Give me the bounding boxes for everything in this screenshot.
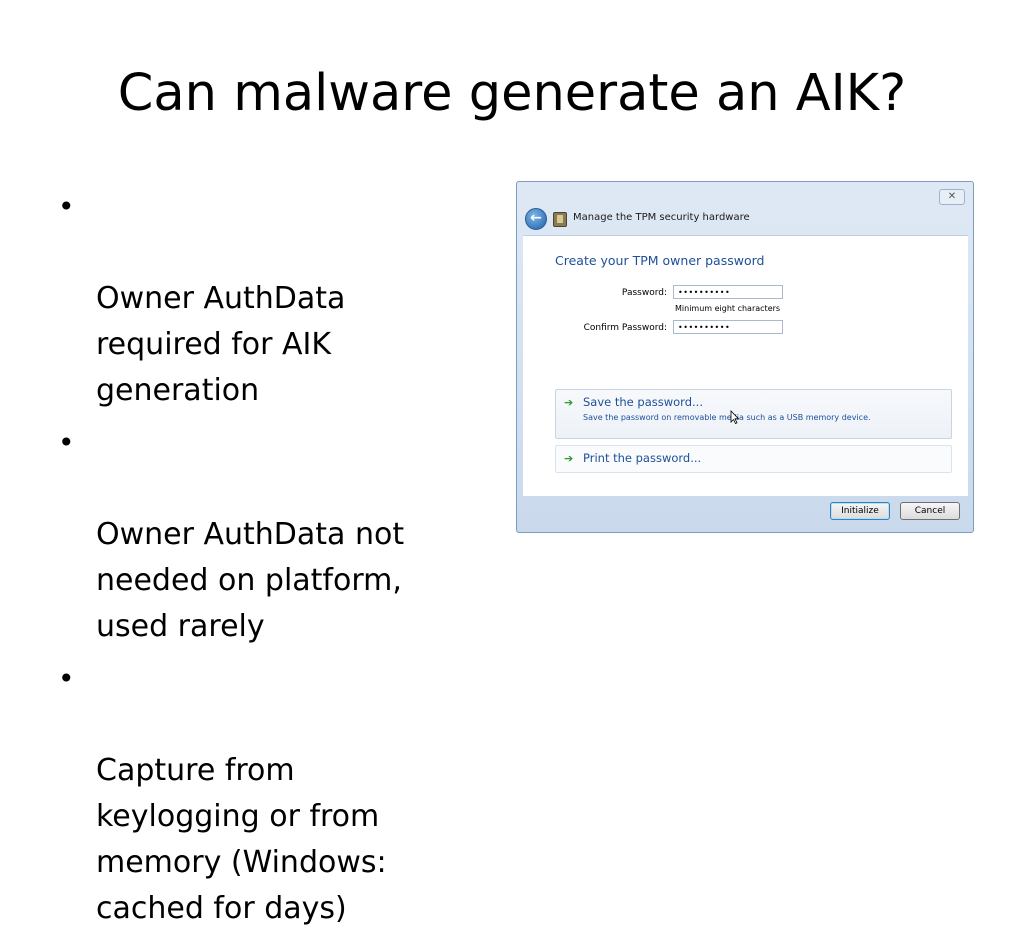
save-password-description: Save the password on removable media suc… bbox=[583, 413, 871, 422]
confirm-password-field[interactable]: •••••••••• bbox=[673, 320, 783, 334]
bullet-text: Capture from keylogging or from memory (… bbox=[96, 753, 387, 926]
confirm-password-label: Confirm Password: bbox=[583, 323, 667, 333]
print-password-link[interactable]: Print the password... bbox=[583, 451, 702, 465]
bullet-item: • Owner AuthData required for AIK genera… bbox=[58, 184, 478, 414]
back-arrow-icon[interactable]: ← bbox=[525, 208, 547, 230]
password-hint: Minimum eight characters bbox=[675, 304, 781, 313]
dialog-heading: Create your TPM owner password bbox=[555, 253, 765, 268]
bullet-list: • Owner AuthData required for AIK genera… bbox=[58, 184, 478, 938]
dialog-header-title: Manage the TPM security hardware bbox=[573, 212, 750, 223]
cancel-button[interactable]: Cancel bbox=[900, 502, 960, 520]
bullet-dot: • bbox=[58, 426, 75, 459]
password-label: Password: bbox=[621, 288, 667, 298]
bullet-item: • Owner AuthData not needed on platform,… bbox=[58, 420, 478, 650]
green-arrow-icon: ➔ bbox=[564, 452, 574, 465]
bullet-text: Owner AuthData not needed on platform, u… bbox=[96, 517, 405, 644]
dialog-content: Create your TPM owner password Password:… bbox=[523, 235, 968, 496]
bullet-dot: • bbox=[58, 190, 75, 223]
slide-title: Can malware generate an AIK? bbox=[117, 64, 907, 123]
bullet-item: • Capture from keylogging or from memory… bbox=[58, 656, 478, 932]
tpm-chip-icon bbox=[553, 212, 567, 227]
save-password-link[interactable]: Save the password... bbox=[583, 395, 703, 409]
tpm-dialog-window: ✕ ← Manage the TPM security hardware Cre… bbox=[516, 181, 974, 533]
initialize-button[interactable]: Initialize bbox=[830, 502, 890, 520]
password-field[interactable]: •••••••••• bbox=[673, 285, 783, 299]
bullet-text: Owner AuthData required for AIK generati… bbox=[96, 281, 346, 408]
mouse-cursor-icon bbox=[730, 410, 740, 424]
close-icon[interactable]: ✕ bbox=[939, 189, 965, 205]
green-arrow-icon: ➔ bbox=[564, 396, 574, 409]
print-password-option[interactable]: ➔ Print the password... bbox=[555, 445, 952, 473]
save-password-option[interactable]: ➔ Save the password... Save the password… bbox=[555, 389, 952, 439]
bullet-dot: • bbox=[58, 662, 75, 695]
dialog-header: ← Manage the TPM security hardware bbox=[525, 208, 945, 232]
